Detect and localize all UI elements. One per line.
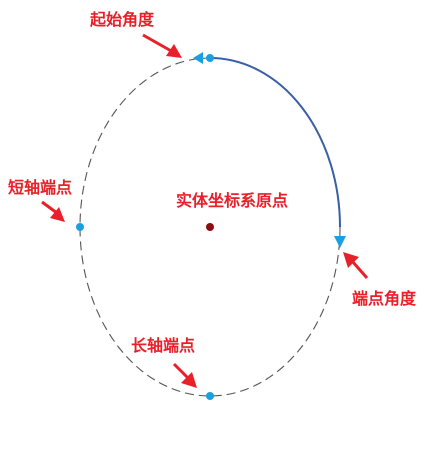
origin-marker [206, 223, 214, 231]
start-angle-arrow [142, 33, 182, 58]
start-angle-label: 起始角度 [89, 10, 155, 29]
start-direction-triangle [193, 52, 203, 64]
elliptical-arc [209, 57, 341, 228]
origin-label: 实体坐标系原点 [176, 191, 288, 210]
major-axis-endpoint-marker [206, 392, 214, 400]
minor-axis-endpoint-label: 短轴端点 [8, 178, 72, 197]
start-point-marker [206, 54, 214, 62]
end-angle-arrow [343, 252, 369, 279]
end-angle-label: 端点角度 [352, 289, 417, 308]
minor-axis-endpoint-marker [76, 223, 84, 231]
major-axis-endpoint-label: 长轴端点 [131, 336, 195, 355]
major-axis-arrow [172, 362, 197, 388]
minor-axis-arrow [41, 200, 65, 222]
end-direction-triangle [334, 236, 346, 248]
